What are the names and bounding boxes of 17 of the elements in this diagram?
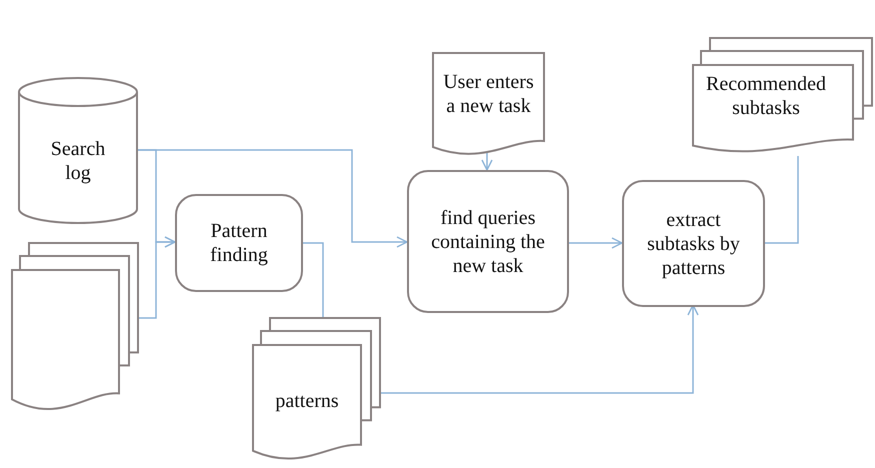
connector-line bbox=[765, 156, 799, 244]
node-label: User enters a new task bbox=[442, 70, 535, 118]
document-shape bbox=[432, 52, 545, 158]
node-label: Search log bbox=[50, 136, 106, 184]
node-label: Recommended subtasks bbox=[705, 72, 827, 120]
database-cylinder bbox=[18, 78, 138, 223]
arrow bbox=[569, 237, 623, 249]
process-box bbox=[407, 170, 569, 313]
arrow bbox=[138, 149, 408, 248]
process-box bbox=[175, 194, 303, 292]
node-label: extract subtasks by patterns bbox=[646, 208, 741, 280]
node-label: Pattern finding bbox=[209, 219, 269, 267]
connector-line bbox=[303, 242, 324, 318]
arrow bbox=[138, 236, 176, 319]
node-label: find queries containing the new task bbox=[430, 206, 546, 278]
node-label: patterns bbox=[275, 388, 339, 412]
process-box bbox=[622, 180, 765, 307]
